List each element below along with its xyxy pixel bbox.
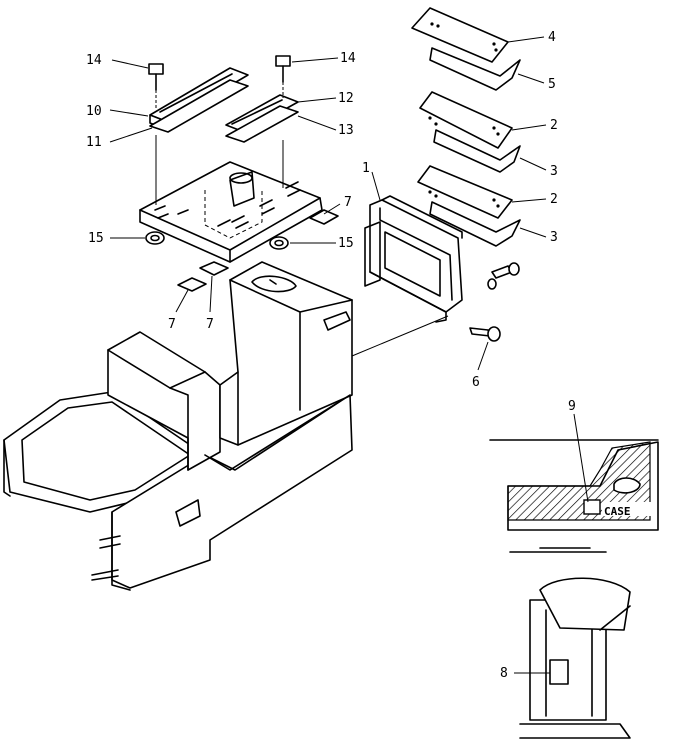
callout-15-left: 15 [88, 231, 104, 246]
grommet-15-right [269, 236, 289, 250]
pad-right [225, 94, 299, 143]
callout-3-bottom: 3 [550, 230, 558, 245]
callout-14-right: 14 [340, 51, 356, 66]
tray-2-3-top [419, 91, 521, 173]
callout-4: 4 [548, 30, 556, 45]
callout-12: 12 [338, 91, 354, 106]
leader-lines [109, 36, 589, 674]
callout-labels: 14 14 10 11 12 13 4 5 2 3 2 3 1 7 7 7 15… [86, 30, 576, 681]
callout-11: 11 [86, 135, 102, 150]
callout-1: 1 [362, 161, 370, 176]
detail-case-text: CASE [604, 505, 631, 518]
callout-9: 9 [568, 399, 576, 414]
cover-plate [139, 161, 323, 263]
callout-7-left: 7 [168, 317, 176, 332]
callout-7-middle: 7 [206, 317, 214, 332]
tool-box [364, 195, 463, 323]
tray-4-5 [411, 7, 521, 91]
callout-7-right: 7 [344, 195, 352, 210]
callout-2-bottom: 2 [550, 192, 558, 207]
detail-view-9: CASE [489, 439, 659, 553]
decal-7 [177, 209, 339, 292]
tray-2-3-bottom [417, 165, 521, 247]
bolt-14-right [275, 55, 291, 98]
machine-body [3, 261, 353, 591]
callout-14-left: 14 [86, 53, 102, 68]
callout-15-right: 15 [338, 236, 354, 251]
callout-10: 10 [86, 104, 102, 119]
pad-left [149, 67, 249, 133]
callout-5: 5 [548, 77, 556, 92]
callout-8: 8 [500, 666, 508, 681]
detail-view-8 [519, 577, 631, 739]
bolt-14-left [148, 63, 164, 108]
callout-6: 6 [472, 375, 480, 390]
grommet-15-left [145, 231, 165, 245]
callout-2-top: 2 [550, 118, 558, 133]
callout-3-top: 3 [550, 164, 558, 179]
callout-13: 13 [338, 123, 354, 138]
bolt-6 [469, 262, 520, 342]
